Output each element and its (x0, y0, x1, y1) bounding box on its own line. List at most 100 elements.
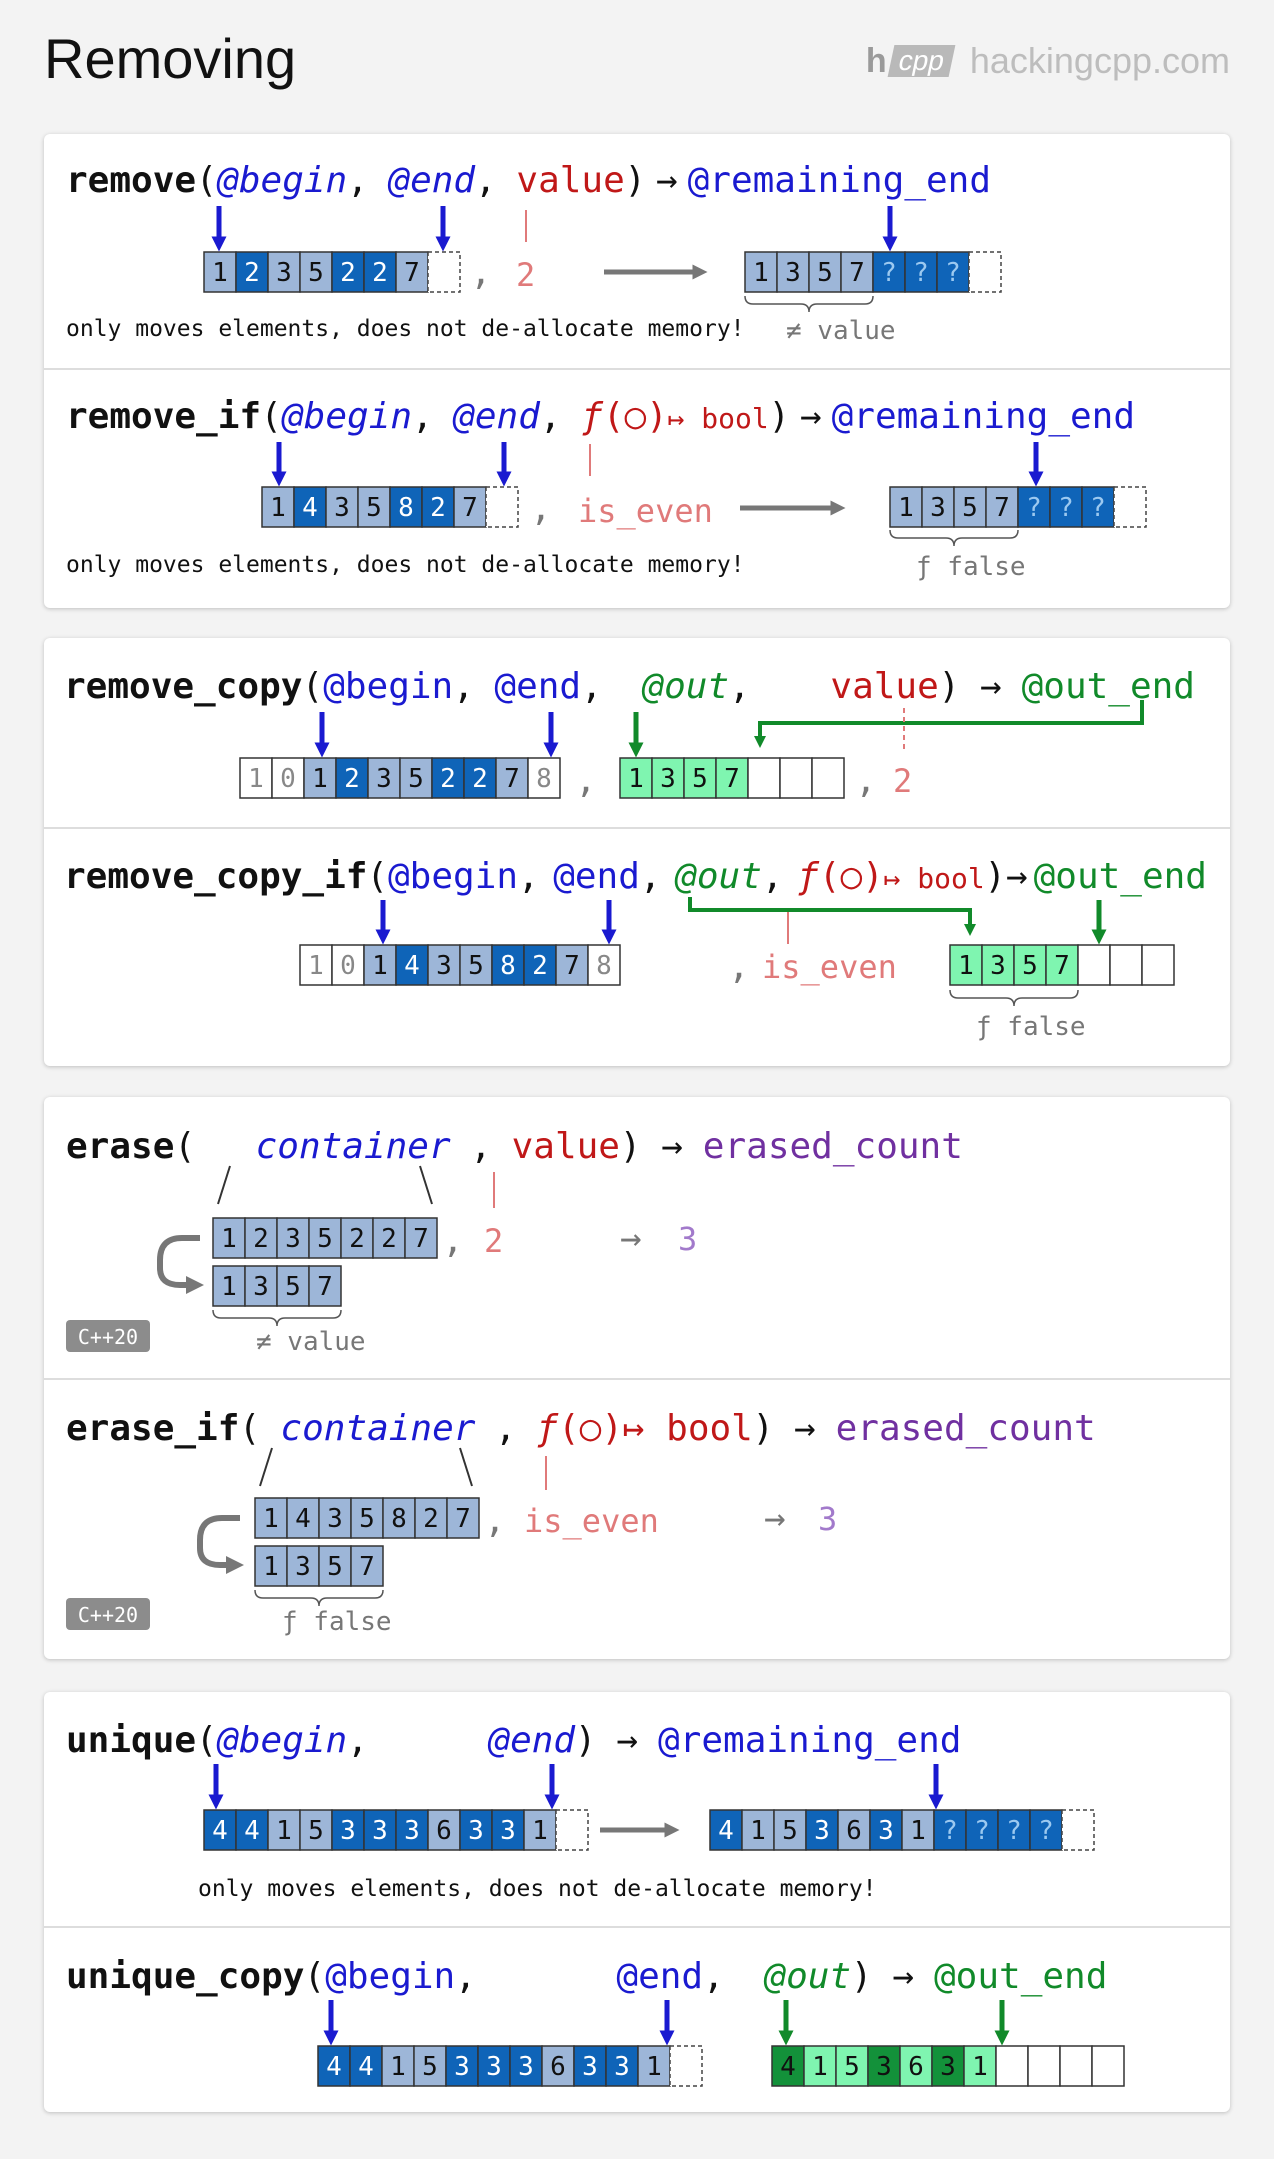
output-cell-value: 5 (844, 2052, 860, 2082)
label: , (762, 856, 784, 897)
input-cell-value: 5 (308, 258, 324, 288)
label: value (830, 666, 938, 707)
input-cell-value: 0 (340, 951, 356, 981)
output-cell (276, 1265, 310, 1307)
label: @remaining_end (658, 1720, 961, 1761)
input-cell (203, 1809, 237, 1851)
label: remove (66, 160, 196, 201)
label: is_even (762, 948, 897, 986)
label: value (516, 160, 624, 201)
input-cell-value: 3 (334, 493, 350, 523)
label: ) (752, 1408, 774, 1449)
input-cell-value: 3 (340, 1816, 356, 1846)
input-cell (404, 1217, 438, 1259)
label: 2 (893, 762, 912, 800)
label: ≠ value (256, 1327, 366, 1357)
label: ƒ false (282, 1607, 392, 1637)
input-cell (459, 1809, 493, 1851)
input-cell-value: 8 (391, 1504, 407, 1534)
output-cell-value: 1 (263, 1552, 279, 1582)
output-cell-value: 7 (1054, 951, 1070, 981)
input-cell (491, 944, 525, 986)
label: ƒ (581, 396, 604, 437)
output-cell (805, 1809, 839, 1851)
input-cell-value: 6 (436, 1816, 452, 1846)
input-cell-value: 7 (504, 764, 520, 794)
cpp20-badge (66, 1598, 150, 1630)
label: ) (575, 1720, 597, 1761)
output-cell-value: 1 (972, 2052, 988, 2082)
input-cell-value: 2 (244, 258, 260, 288)
input-cell-value: 3 (376, 764, 392, 794)
label: , (855, 760, 877, 801)
input-cell (276, 1217, 310, 1259)
input-cell-value: 2 (440, 764, 456, 794)
label: 3 (818, 1500, 837, 1538)
output-cell-value: 1 (898, 493, 914, 523)
input-cell (527, 757, 561, 799)
input-cell (541, 2045, 575, 2087)
output-cell (837, 1809, 871, 1851)
label: → (661, 1126, 683, 1167)
empty-cell (779, 757, 813, 799)
input-cell-value: 4 (295, 1504, 311, 1534)
empty-cell (1027, 2045, 1061, 2087)
output-cell (350, 1545, 384, 1587)
output-cell-value: 3 (878, 1816, 894, 1846)
output-cell-value: 3 (940, 2052, 956, 2082)
label: unique_copy (66, 1956, 304, 1997)
input-cell-value: 3 (372, 1816, 388, 1846)
brace (949, 989, 1079, 1007)
input-cell (463, 757, 497, 799)
end-cell (669, 2045, 703, 2087)
input-cell-value: 8 (398, 493, 414, 523)
unknown-cell-value: ? (913, 258, 929, 288)
input-cell (389, 486, 423, 528)
label: ( (304, 1956, 326, 1997)
output-cell (953, 486, 987, 528)
label: erased_count (836, 1408, 1096, 1449)
label: ↦ bool (623, 1408, 753, 1449)
container-line (217, 1165, 231, 1205)
input-cell-value: 3 (276, 258, 292, 288)
label: @begin (216, 1720, 347, 1761)
input-cell-value: 1 (646, 2052, 662, 2082)
page-title: Removing (44, 27, 297, 90)
input-cell-value: 3 (500, 1816, 516, 1846)
input-cell-value: 3 (285, 1224, 301, 1254)
label: ƒ false (976, 1012, 1086, 1042)
input-cell-value: 0 (280, 764, 296, 794)
end-cell (968, 251, 1002, 293)
input-cell-value: 2 (372, 258, 388, 288)
input-cell-value: 8 (536, 764, 552, 794)
label: , (530, 488, 552, 529)
out-end-arrow (754, 700, 1144, 748)
label: @end (616, 1956, 703, 1997)
label: → (794, 1408, 816, 1449)
output-cell-value: 5 (1022, 951, 1038, 981)
input-cell-value: 2 (340, 258, 356, 288)
input-cell (587, 944, 621, 986)
output-cell (254, 1545, 288, 1587)
input-cell (372, 1217, 406, 1259)
label: value (512, 1126, 620, 1167)
input-cell-value: 4 (244, 1816, 260, 1846)
output-cell (651, 757, 685, 799)
input-cell-value: 2 (423, 1504, 439, 1534)
input-cell-value: 7 (455, 1504, 471, 1534)
input-cell (318, 1497, 352, 1539)
brace (212, 1309, 342, 1327)
end-cell (485, 486, 519, 528)
label: @out_end (1034, 856, 1207, 897)
input-cell (382, 1497, 416, 1539)
label: , (518, 856, 540, 897)
label: 2 (484, 1222, 503, 1260)
label: → (1006, 856, 1028, 897)
input-cell-value: 1 (532, 1816, 548, 1846)
output-cell-value: 5 (692, 764, 708, 794)
input-cell-value: 4 (212, 1816, 228, 1846)
label: is_even (578, 492, 713, 530)
label: → (764, 1498, 786, 1539)
input-cell-value: 7 (404, 258, 420, 288)
